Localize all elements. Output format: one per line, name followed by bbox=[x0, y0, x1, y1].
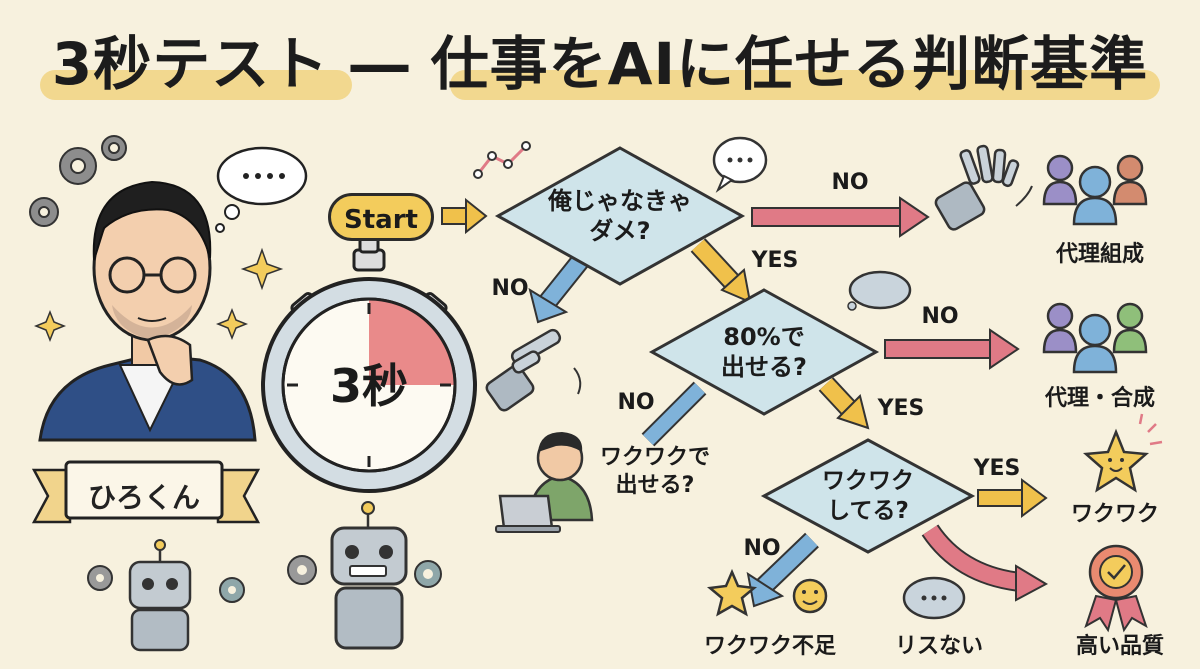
q1-line2: ダメ? bbox=[589, 217, 651, 245]
line-chart-icon bbox=[473, 141, 531, 179]
hair bbox=[92, 180, 212, 261]
name-ribbon bbox=[31, 460, 261, 524]
q3-line2: してる? bbox=[827, 498, 909, 524]
decision-q2 bbox=[648, 288, 880, 416]
robot-hand-icon bbox=[934, 144, 1033, 231]
arrow-q2-no-right bbox=[884, 328, 1020, 370]
people-group-icon bbox=[1042, 154, 1148, 226]
title-highlight-left bbox=[40, 70, 352, 100]
arrow-q3-yes bbox=[977, 478, 1048, 518]
q2-line1: 80%で bbox=[723, 323, 805, 351]
smiley-icon bbox=[792, 578, 828, 614]
edge-q1-no-left: NO bbox=[491, 276, 529, 301]
edge-q2-yes: YES bbox=[877, 396, 925, 421]
outcome-4: ワクワク不足 bbox=[703, 634, 836, 659]
outcome-1: 代理組成 bbox=[1055, 242, 1144, 267]
smiling-star-icon bbox=[1082, 413, 1163, 493]
person-name: ひろくん bbox=[87, 481, 200, 514]
thought-bubble-icon bbox=[215, 146, 308, 233]
page-title: 3秒テスト ― 仕事をAIに任せる判断基準 bbox=[51, 30, 1149, 98]
edge-q2-no-left: NO bbox=[617, 390, 655, 415]
mouth bbox=[137, 317, 167, 322]
person-illustration bbox=[29, 135, 308, 442]
title-highlight-right bbox=[450, 70, 1160, 100]
edge-q1-no-right: NO bbox=[831, 170, 869, 195]
gear-icon bbox=[29, 135, 127, 227]
sparkle-icon bbox=[33, 247, 284, 343]
q2-line2: 出せる? bbox=[721, 353, 807, 381]
arrow-q2-yes bbox=[818, 377, 870, 430]
outcome-2: 代理・合成 bbox=[1044, 386, 1155, 411]
side-question-line2: 出せる? bbox=[615, 473, 695, 498]
arrow-q1-yes bbox=[690, 238, 752, 304]
timer-label: 3秒 bbox=[329, 359, 408, 413]
people-group-icon bbox=[1042, 302, 1148, 374]
star-icon bbox=[706, 568, 758, 617]
edge-q2-no-right: NO bbox=[921, 304, 959, 329]
award-badge-icon bbox=[1084, 544, 1148, 633]
arrow-q3-to-quality bbox=[921, 524, 1049, 602]
decision-q1 bbox=[494, 146, 746, 286]
speech-bubble-icon bbox=[712, 136, 768, 193]
cloud-icon bbox=[902, 576, 966, 620]
arrow-start-to-q1 bbox=[441, 197, 488, 235]
cloud-icon bbox=[847, 270, 912, 311]
decision-q3 bbox=[760, 438, 976, 554]
arrow-q1-no-left bbox=[528, 248, 593, 324]
title-block: 3秒テスト ― 仕事をAIに任せる判断基準 bbox=[40, 22, 1160, 112]
glasses-icon bbox=[108, 256, 197, 294]
outcome-3: ワクワク bbox=[1070, 502, 1159, 527]
stopwatch-icon bbox=[261, 236, 477, 650]
arrow-q1-no-right bbox=[751, 196, 930, 238]
person-laptop-icon bbox=[495, 432, 594, 533]
q1-line1: 俺じゃなきゃ bbox=[548, 187, 692, 215]
edge-q3-no: NO bbox=[743, 536, 781, 561]
edge-q1-yes: YES bbox=[751, 248, 799, 273]
robot-icon bbox=[87, 539, 245, 652]
robot-hand-pointing-icon bbox=[485, 328, 582, 412]
outcome-5: リスない bbox=[894, 634, 983, 659]
side-question-line1: ワクワクで bbox=[599, 445, 710, 470]
edge-q3-yes: YES bbox=[973, 456, 1021, 481]
start-node: Start bbox=[328, 193, 434, 241]
q3-line1: ワクワク bbox=[822, 468, 914, 494]
arrow-q2-no-left bbox=[641, 381, 707, 447]
beard bbox=[112, 305, 192, 340]
hand bbox=[146, 334, 194, 386]
outcome-6: 高い品質 bbox=[1075, 634, 1164, 659]
robot-icon bbox=[287, 501, 442, 650]
